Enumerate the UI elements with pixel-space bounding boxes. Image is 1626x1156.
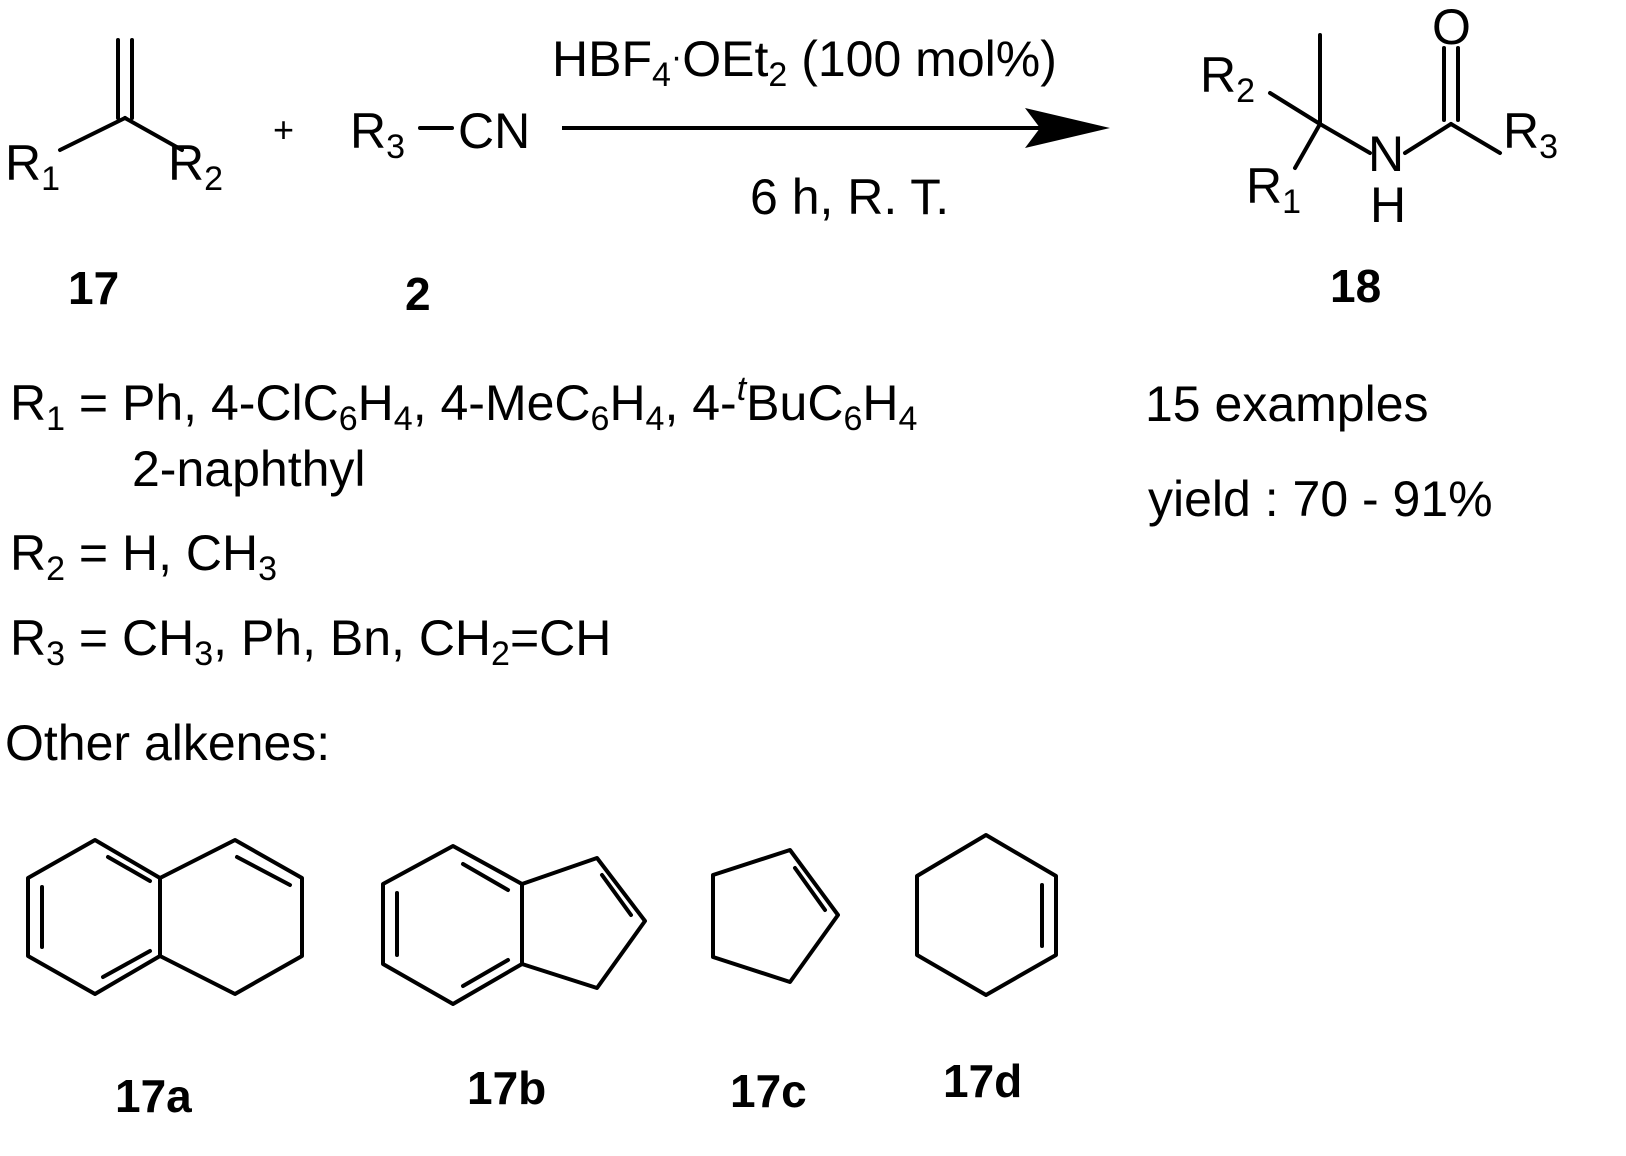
alkene-r1-label: R1 xyxy=(5,135,60,198)
nitrile-cn-label: CN xyxy=(458,103,530,159)
product-oxygen-label: O xyxy=(1432,0,1471,55)
alkene-17d-structure xyxy=(915,833,1058,997)
compound-label-17b: 17b xyxy=(467,1062,546,1114)
product-r2-label: R2 xyxy=(1200,47,1255,110)
reaction-arrow xyxy=(562,108,1110,148)
r2-definition: R2 = H, CH3 xyxy=(10,525,277,588)
compound-label-17c: 17c xyxy=(730,1065,807,1117)
product-nitrogen-label: N xyxy=(1368,126,1404,182)
r1-definition-continued: 2-naphthyl xyxy=(132,441,366,497)
product-nh-hydrogen-label: H xyxy=(1370,177,1406,233)
product-r1-label: R1 xyxy=(1246,158,1301,221)
compound-label-17d: 17d xyxy=(943,1055,1022,1107)
alkene-17b-structure xyxy=(381,844,647,1006)
bond xyxy=(1449,122,1502,155)
compound-label-17: 17 xyxy=(68,262,119,314)
compound-label-2: 2 xyxy=(405,268,431,320)
bond xyxy=(123,116,184,152)
bond xyxy=(1268,91,1322,126)
amide-18-structure xyxy=(1268,33,1502,170)
conditions-label: 6 h, R. T. xyxy=(750,169,949,225)
plus-sign: + xyxy=(273,109,294,150)
r3-definition: R3 = CH3, Ph, Bn, CH2=CH xyxy=(10,610,611,673)
alkene-17-structure xyxy=(58,38,184,152)
yield-range: yield : 70 - 91% xyxy=(1148,471,1493,527)
examples-count: 15 examples xyxy=(1145,376,1429,432)
bond xyxy=(1403,122,1453,155)
reagent-label: HBF4·OEt2 (100 mol%) xyxy=(552,31,1057,94)
nitrile-r3-label: R3 xyxy=(350,103,405,166)
alkene-17c-structure xyxy=(711,848,840,984)
bond xyxy=(1293,122,1322,170)
r1-definition: R1 = Ph, 4-ClC6H4, 4-MeC6H4, 4-tBuC6H4 xyxy=(10,370,917,438)
alkene-17a-structure xyxy=(26,838,304,996)
other-alkenes-heading: Other alkenes: xyxy=(5,715,330,771)
product-r3-label: R3 xyxy=(1503,103,1558,166)
alkene-r2-label: R2 xyxy=(168,135,223,198)
compound-label-17a: 17a xyxy=(115,1070,192,1122)
bond xyxy=(1318,122,1372,155)
compound-label-18: 18 xyxy=(1330,260,1381,312)
bond xyxy=(58,116,127,152)
